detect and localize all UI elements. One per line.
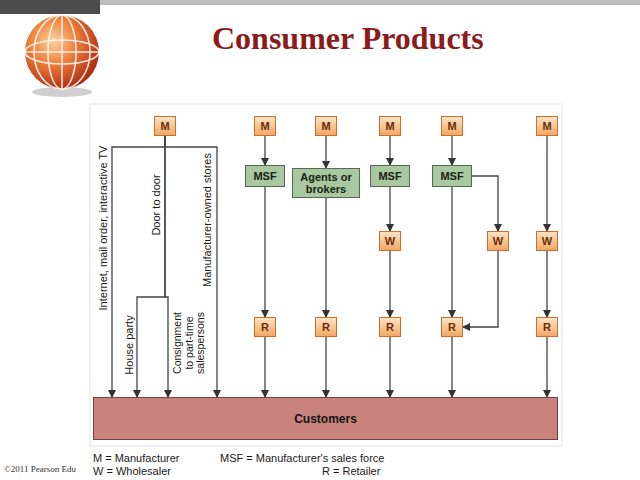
channel-label: Internet, mail order, interactive TV [97, 146, 109, 311]
legend-text: MSF = Manufacturer's sales force [220, 452, 384, 464]
node-text: M [260, 120, 269, 132]
retailer-box: R [441, 317, 463, 337]
node-text: MSF [253, 170, 276, 182]
channel-arrow [137, 136, 165, 397]
manufacturer-box: M [379, 116, 401, 136]
node-text: MSF [440, 170, 463, 182]
channel-label: Door to door [150, 174, 162, 235]
copyright-note: ©2011 Pearson Edu [4, 463, 76, 475]
channel-arrow [546, 337, 547, 397]
channel-arrow [546, 136, 547, 231]
top-bar [0, 0, 100, 14]
channel-label: Consignment to part-time salespersons [172, 310, 207, 376]
channel-arrow [546, 251, 547, 317]
sales-force-box: MSF [245, 165, 285, 187]
channel-arrow [264, 136, 265, 165]
node-text: M [160, 120, 169, 132]
manufacturer-box: M [536, 116, 558, 136]
manufacturer-box: M [254, 116, 276, 136]
manufacturer-box: M [315, 116, 337, 136]
agent-box: Agents or brokers [292, 168, 360, 198]
channel-arrow [112, 136, 165, 397]
channel-arrow [451, 337, 452, 397]
legend-text: R = Retailer [322, 465, 380, 477]
channel-arrow [165, 136, 168, 397]
node-text: R [448, 321, 456, 333]
slide-title: Consumer Products [212, 20, 484, 57]
node-text: M [447, 120, 456, 132]
wholesaler-box: W [487, 231, 509, 251]
legend-text: W = Wholesaler [93, 465, 171, 477]
channel-arrow [264, 187, 265, 317]
channel-arrow [463, 251, 498, 327]
channel-label: Manufacturer-owned stores [201, 153, 213, 287]
customers-band: Customers [93, 397, 558, 440]
node-text: MSF [378, 170, 401, 182]
node-text: Customers [294, 412, 357, 426]
channel-arrow [264, 337, 265, 397]
legend-text: M = Manufacturer [93, 452, 180, 464]
wholesaler-box: W [536, 231, 558, 251]
wholesaler-box: W [379, 231, 401, 251]
retailer-box: R [254, 317, 276, 337]
node-text: R [261, 321, 269, 333]
node-text: W [385, 235, 395, 247]
node-text: R [386, 321, 394, 333]
retailer-box: R [315, 317, 337, 337]
node-text: M [321, 120, 330, 132]
node-text: R [543, 321, 551, 333]
channel-label: House party [123, 315, 135, 374]
channel-arrow [389, 136, 390, 165]
manufacturer-box: M [154, 116, 176, 136]
node-text: M [542, 120, 551, 132]
node-text: Agents or brokers [295, 171, 357, 195]
sales-force-box: MSF [370, 165, 410, 187]
node-text: R [322, 321, 330, 333]
node-text: M [385, 120, 394, 132]
diagram-panel [90, 104, 562, 446]
node-text: W [493, 235, 503, 247]
globe-icon [25, 15, 99, 97]
channel-arrow [389, 187, 390, 231]
channel-arrow [472, 176, 498, 231]
sales-force-box: MSF [432, 165, 472, 187]
retailer-box: R [379, 317, 401, 337]
channel-arrow [165, 136, 217, 397]
manufacturer-box: M [441, 116, 463, 136]
channel-arrow [451, 136, 452, 165]
channel-arrow [325, 136, 326, 168]
retailer-box: R [536, 317, 558, 337]
node-text: W [542, 235, 552, 247]
channel-arrow [389, 337, 390, 397]
top-bar [100, 0, 640, 5]
channel-arrow [451, 187, 452, 317]
channel-arrow [325, 337, 326, 397]
channel-arrow [389, 251, 390, 317]
channel-arrow [325, 198, 326, 317]
